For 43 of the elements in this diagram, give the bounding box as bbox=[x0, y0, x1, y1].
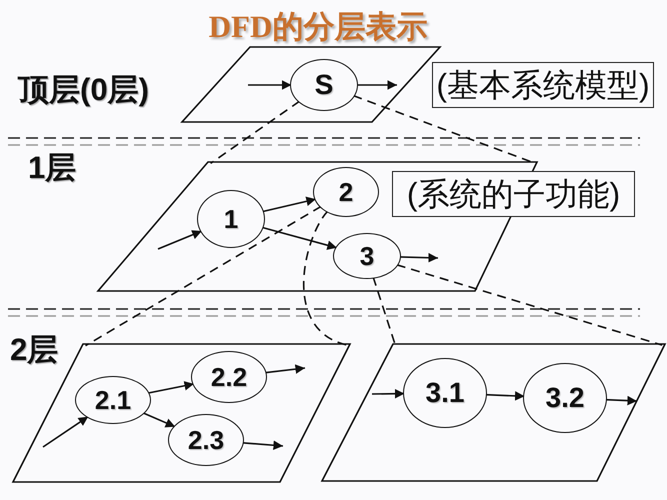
arrow bbox=[42, 416, 89, 448]
annotation-frame bbox=[392, 171, 635, 217]
arrow bbox=[485, 391, 525, 401]
arrow bbox=[605, 396, 638, 406]
layer-label: 顶层(0层) bbox=[18, 72, 149, 108]
arrow bbox=[248, 80, 292, 90]
arrow bbox=[262, 196, 316, 212]
annotation-text: (基本系统模型) bbox=[436, 66, 650, 104]
arrow bbox=[399, 252, 438, 263]
dashed-line bbox=[372, 276, 396, 346]
process-label: S bbox=[314, 70, 334, 100]
process-label: 3.1 bbox=[426, 378, 464, 408]
arrow bbox=[372, 388, 405, 399]
process-label: 3.2 bbox=[546, 382, 584, 414]
arrow bbox=[242, 440, 284, 450]
arrow bbox=[262, 226, 338, 250]
dashed-line bbox=[85, 206, 322, 346]
dashed-line bbox=[210, 100, 300, 164]
process-circle bbox=[168, 414, 244, 466]
process-circle bbox=[290, 59, 358, 111]
arrow bbox=[356, 80, 397, 90]
process-label: 2.1 bbox=[94, 386, 132, 414]
annotation-text: (系统的子功能) bbox=[406, 176, 620, 212]
process-circle bbox=[313, 167, 379, 217]
process-label: 2 bbox=[338, 178, 354, 206]
arrow bbox=[264, 364, 306, 374]
arrow bbox=[158, 230, 202, 250]
layer-label: 1层 bbox=[28, 150, 76, 186]
process-label: 3 bbox=[360, 242, 374, 270]
layer-plane bbox=[182, 47, 440, 122]
process-circle bbox=[197, 190, 265, 248]
arrow bbox=[148, 381, 194, 394]
process-label: 2.2 bbox=[210, 362, 248, 392]
diagram-title: DFD的分层表示 bbox=[208, 9, 428, 45]
process-circle bbox=[75, 376, 151, 424]
layer-plane bbox=[322, 344, 665, 481]
arrow bbox=[142, 412, 176, 428]
process-label: 2.3 bbox=[188, 426, 224, 454]
process-label: 1 bbox=[224, 204, 238, 234]
dashed-line bbox=[396, 264, 662, 346]
process-circle bbox=[333, 233, 401, 279]
dashed-line bbox=[302, 210, 348, 346]
layer-label: 2层 bbox=[10, 332, 58, 368]
